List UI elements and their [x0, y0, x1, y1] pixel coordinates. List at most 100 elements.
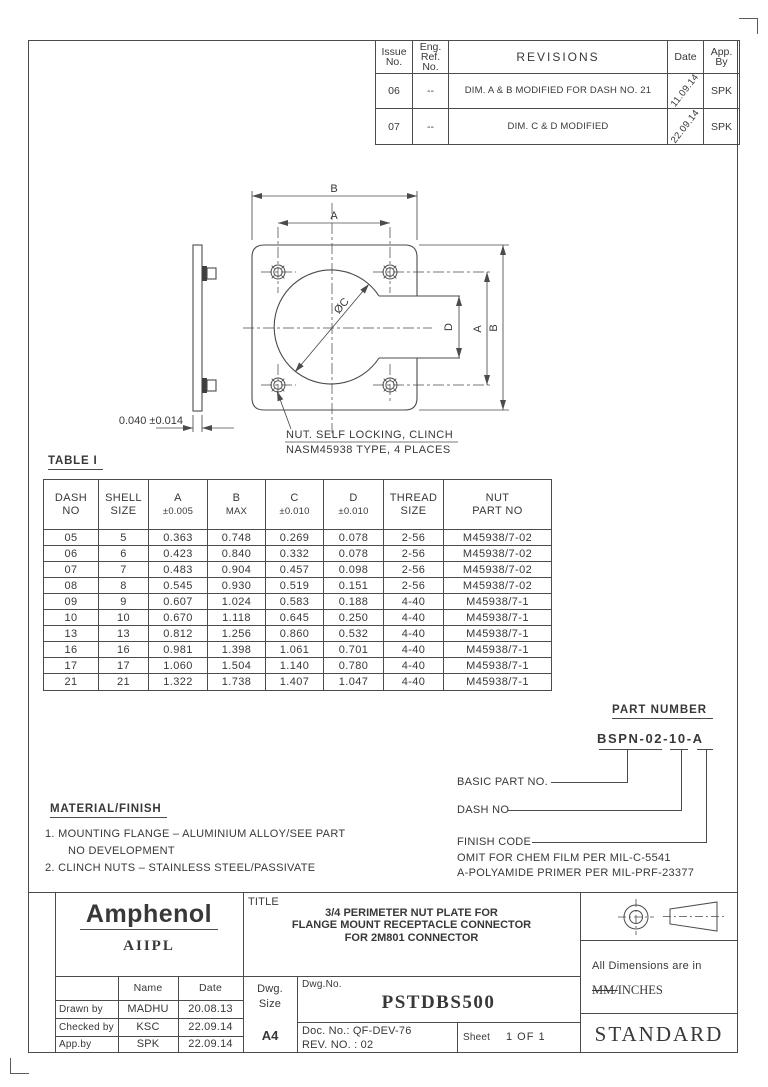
dim-label-a-right: A: [472, 325, 484, 333]
table1-cell: 4-40: [384, 610, 444, 626]
table1-cell: M45938/7-1: [444, 594, 551, 610]
table1-cell: 2-56: [384, 562, 444, 578]
titleblock-line: [55, 1036, 243, 1037]
titleblock-line: [178, 976, 179, 1053]
table1-cell: 0.078: [324, 530, 384, 546]
table1-cell: 6: [99, 546, 149, 562]
front-view: [251, 244, 460, 411]
pn-leader-finish-h: [532, 842, 707, 843]
side-view-nut-lower-body: [206, 379, 217, 392]
drawing-title-line2: FLANGE MOUNT RECEPTACLE CONNECTOR: [291, 919, 532, 931]
table1-cell: 21: [44, 674, 99, 690]
table1-cell: M45938/7-02: [444, 546, 551, 562]
signoff-name: SPK: [136, 1038, 160, 1050]
table1-cell: 0.701: [324, 642, 384, 658]
table1-cell: 4-40: [384, 594, 444, 610]
table1-cell: 0.457: [266, 562, 324, 578]
pn-leader-finish-v: [706, 749, 707, 843]
titleblock-line: [297, 1022, 580, 1023]
pn-leader-basic-h: [551, 782, 628, 783]
titleblock-line: [55, 1000, 243, 1001]
revision-row-ref: --: [413, 109, 449, 144]
pn-dash-label: DASH NO: [457, 804, 510, 816]
titleblock-line: [580, 1013, 738, 1014]
clinch-nuts: [270, 264, 398, 393]
dimensions-note: All Dimensions are in: [592, 960, 702, 972]
table1-cell: 05: [44, 530, 99, 546]
table1-cell: 1.738: [208, 674, 266, 690]
revisions-header-app-by: App. By: [704, 41, 739, 74]
table1-cell: 9: [99, 594, 149, 610]
corner-mark-top-right: [739, 18, 758, 34]
center-lines: [243, 203, 493, 433]
titleblock-line: [580, 940, 738, 941]
table1-cell: M45938/7-02: [444, 530, 551, 546]
units-mm-struck: MM/: [592, 983, 618, 997]
table1-cell: 1.060: [149, 658, 208, 674]
table1-cell: 1.118: [208, 610, 266, 626]
dwg-size-label2: Size: [258, 998, 282, 1010]
table1-header: A±0.005: [149, 480, 208, 530]
table1-cell: M45938/7-1: [444, 610, 551, 626]
material-note-1b: NO DEVELOPMENT: [68, 845, 175, 857]
titleblock-line: [457, 1022, 458, 1053]
titleblock-line: [28, 892, 738, 893]
nut-note-line2: NASM45938 TYPE, 4 PLACES: [286, 444, 451, 456]
table1-cell: 13: [99, 626, 149, 642]
revision-row-date: 11.09.14: [668, 74, 704, 109]
table1-cell: 1.256: [208, 626, 266, 642]
table1-cell: 0.151: [324, 578, 384, 594]
table1-cell: 1.407: [266, 674, 324, 690]
table1-cell: 16: [44, 642, 99, 658]
signoff-name: MADHU: [127, 1003, 169, 1015]
revision-row-appby: SPK: [710, 120, 732, 133]
table1-title: TABLE I: [48, 455, 104, 470]
corner-mark-bottom-left: [10, 1058, 29, 1074]
table1-cell: 0.423: [149, 546, 208, 562]
table1-cell: 0.904: [208, 562, 266, 578]
titleblock-line: [55, 892, 56, 1053]
table1-cell: 0.363: [149, 530, 208, 546]
signoff-name-header: Name: [133, 982, 163, 994]
title-label: TITLE: [248, 896, 279, 908]
slot-edges: [379, 295, 460, 359]
part-number-value: BSPN-02-10-A: [597, 731, 704, 746]
titleblock-line: [55, 976, 580, 977]
table1-cell: 5: [99, 530, 149, 546]
table1-cell: 16: [99, 642, 149, 658]
doc-no: Doc. No.: QF-DEV-76: [302, 1025, 412, 1037]
table1-cell: 7: [99, 562, 149, 578]
table1-cell: 17: [99, 658, 149, 674]
titleblock-line: [243, 892, 244, 1053]
revision-row-date: 22.09.14: [668, 109, 704, 144]
titleblock-line: [580, 892, 581, 1053]
signoff-role: Drawn by: [59, 1004, 103, 1015]
table1-cell: 0.748: [208, 530, 266, 546]
table1-cell: 0.188: [324, 594, 384, 610]
table1-cell: 1.322: [149, 674, 208, 690]
revision-row-appby: SPK: [704, 74, 739, 109]
revision-row-issue: 06: [376, 74, 413, 109]
company-logo: Amphenol: [55, 900, 243, 930]
table1-cell: M45938/7-02: [444, 578, 551, 594]
pn-underline-basic: [599, 749, 662, 750]
table1-cell: 2-56: [384, 530, 444, 546]
table1-cell: 0.483: [149, 562, 208, 578]
table1-cell: M45938/7-1: [466, 676, 529, 688]
table1-header: C±0.010: [266, 480, 324, 530]
table1-cell: 0.532: [324, 626, 384, 642]
table1-cell: 1.504: [208, 658, 266, 674]
table1-cell: 0.981: [149, 642, 208, 658]
pn-leader-basic-v: [627, 749, 628, 783]
table1-cell: 0.332: [266, 546, 324, 562]
projection-symbol: [618, 899, 724, 935]
table1-cell: 4-40: [384, 658, 444, 674]
revision-row-desc: DIM. C & D MODIFIED: [449, 109, 668, 144]
dim-label-b-top: B: [330, 183, 337, 195]
dimension-lines: [156, 191, 509, 443]
dwg-size-value: A4: [261, 1028, 279, 1043]
table1-cell: 10: [44, 610, 99, 626]
dim-label-a-top: A: [330, 210, 338, 222]
